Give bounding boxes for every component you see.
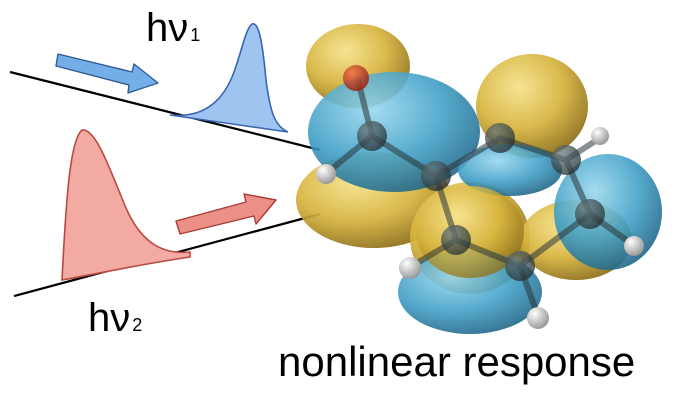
photon2-symbol: hν (88, 296, 131, 340)
hydrogen-atom (399, 257, 421, 279)
orbital-lobe-blue (458, 144, 562, 196)
oxygen-atom (343, 65, 369, 91)
hydrogen-atom (316, 164, 336, 184)
carbon-atom (551, 145, 581, 175)
arrow1-right-arrow-icon (55, 53, 159, 94)
carbon-atom (505, 251, 535, 281)
hydrogen-atom (527, 307, 549, 329)
molecular-orbital-icon (296, 24, 662, 334)
pulse1-gaussian-icon (169, 23, 289, 133)
photon1-symbol: hν (146, 6, 189, 50)
hydrogen-atom (591, 127, 609, 145)
arrow2-right-arrow-icon (175, 193, 277, 235)
photon2-subscript: 2 (132, 315, 143, 335)
carbon-atom (421, 161, 451, 191)
carbon-atom (485, 123, 515, 153)
carbon-atom (441, 225, 471, 255)
carbon-atom (357, 121, 387, 151)
pulse2-gaussian-icon (61, 129, 191, 281)
beam-line-upper (9, 70, 321, 152)
caption-label: nonlinear response (278, 338, 636, 385)
hydrogen-atom (624, 236, 644, 256)
carbon-atom (575, 199, 605, 229)
photon1-subscript: 1 (190, 25, 201, 45)
